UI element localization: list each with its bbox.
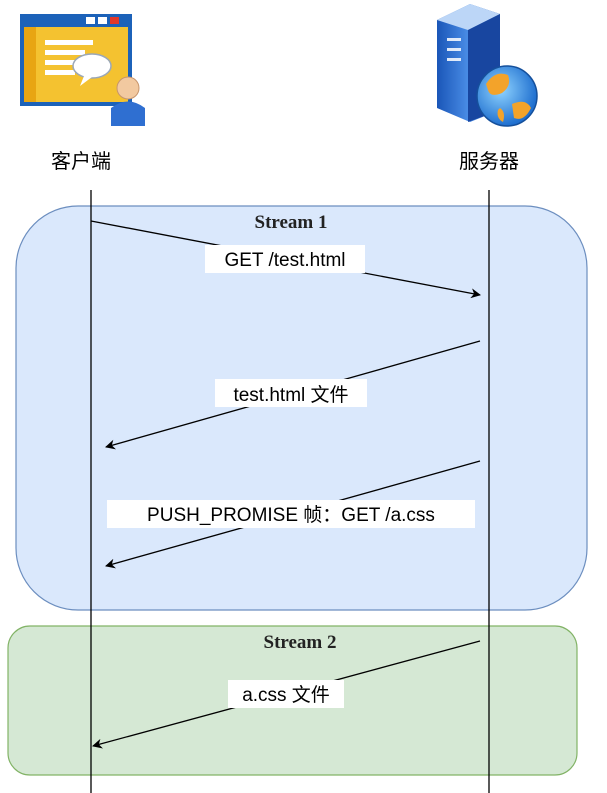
message-label-bg (107, 500, 475, 528)
message-label-push-promise: PUSH_PROMISE 帧：GET /a.css (147, 504, 435, 526)
message-label-get-test-html: GET /test.html (224, 250, 345, 271)
message-label-bg (215, 379, 367, 407)
stream-2-title: Stream 2 (264, 632, 337, 653)
stream-1-title: Stream 1 (255, 212, 328, 233)
message-label-test-html-file: test.html 文件 (233, 384, 348, 406)
message-label-bg (228, 680, 344, 708)
message-label-a-css-file: a.css 文件 (242, 684, 330, 706)
message-label-bg (205, 245, 365, 273)
client-computer-icon (20, 14, 145, 126)
server-globe-icon (437, 4, 538, 127)
server-label: 服务器 (459, 150, 519, 173)
client-label: 客户端 (51, 150, 111, 173)
